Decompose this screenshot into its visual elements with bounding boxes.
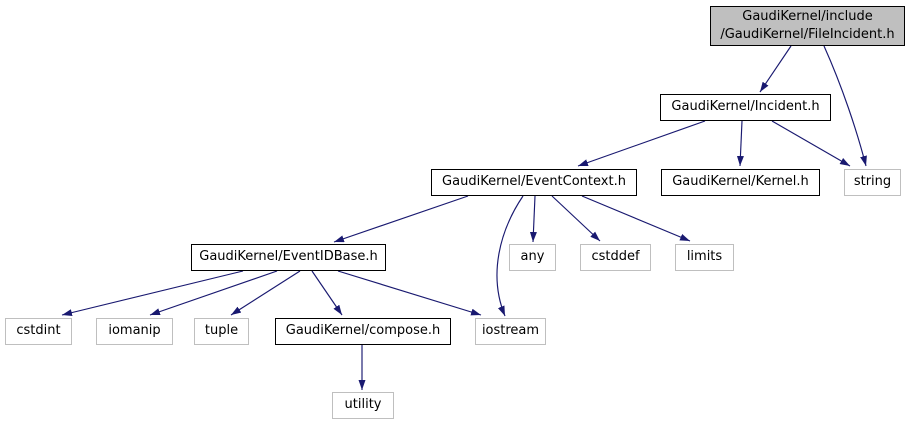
edge-eventcontext-to-eventidbase — [333, 195, 469, 243]
node-eventidbase-h[interactable]: GaudiKernel/EventIDBase.h — [191, 244, 386, 271]
edge-eventcontext-to-any — [529, 195, 537, 243]
node-cstddef: cstddef — [580, 244, 651, 271]
node-fileincident-h: GaudiKernel/include /GaudiKernel/FileInc… — [710, 6, 905, 46]
node-iostream: iostream — [475, 318, 546, 345]
node-iomanip: iomanip — [96, 318, 173, 345]
edge-incident-to-eventcontext — [577, 120, 706, 167]
node-limits: limits — [675, 244, 734, 271]
edge-eventidbase-to-tuple — [230, 270, 301, 316]
edge-eventcontext-to-limits — [581, 195, 691, 242]
node-any: any — [509, 244, 556, 271]
edge-incident-to-kernel — [736, 120, 744, 167]
edge-eventidbase-to-cstdint — [61, 270, 244, 317]
node-utility: utility — [332, 392, 394, 419]
edge-incident-to-string — [771, 120, 851, 167]
edge-fileincident-to-incident — [759, 45, 792, 93]
edge-eventidbase-to-iostream — [337, 270, 482, 316]
node-compose-h[interactable]: GaudiKernel/compose.h — [275, 318, 451, 345]
node-string: string — [844, 169, 901, 196]
node-tuple: tuple — [194, 318, 249, 345]
edge-eventidbase-to-iomanip — [149, 270, 278, 316]
node-incident-h[interactable]: GaudiKernel/Incident.h — [660, 94, 831, 121]
node-eventcontext-h[interactable]: GaudiKernel/EventContext.h — [431, 169, 637, 196]
edge-eventcontext-to-cstddef — [551, 195, 601, 242]
edge-fileincident-to-string — [823, 45, 867, 167]
edge-eventcontext-to-iostream — [496, 195, 524, 317]
node-cstdint: cstdint — [5, 318, 72, 345]
edge-eventidbase-to-compose — [311, 270, 343, 316]
node-kernel-h[interactable]: GaudiKernel/Kernel.h — [661, 169, 820, 196]
